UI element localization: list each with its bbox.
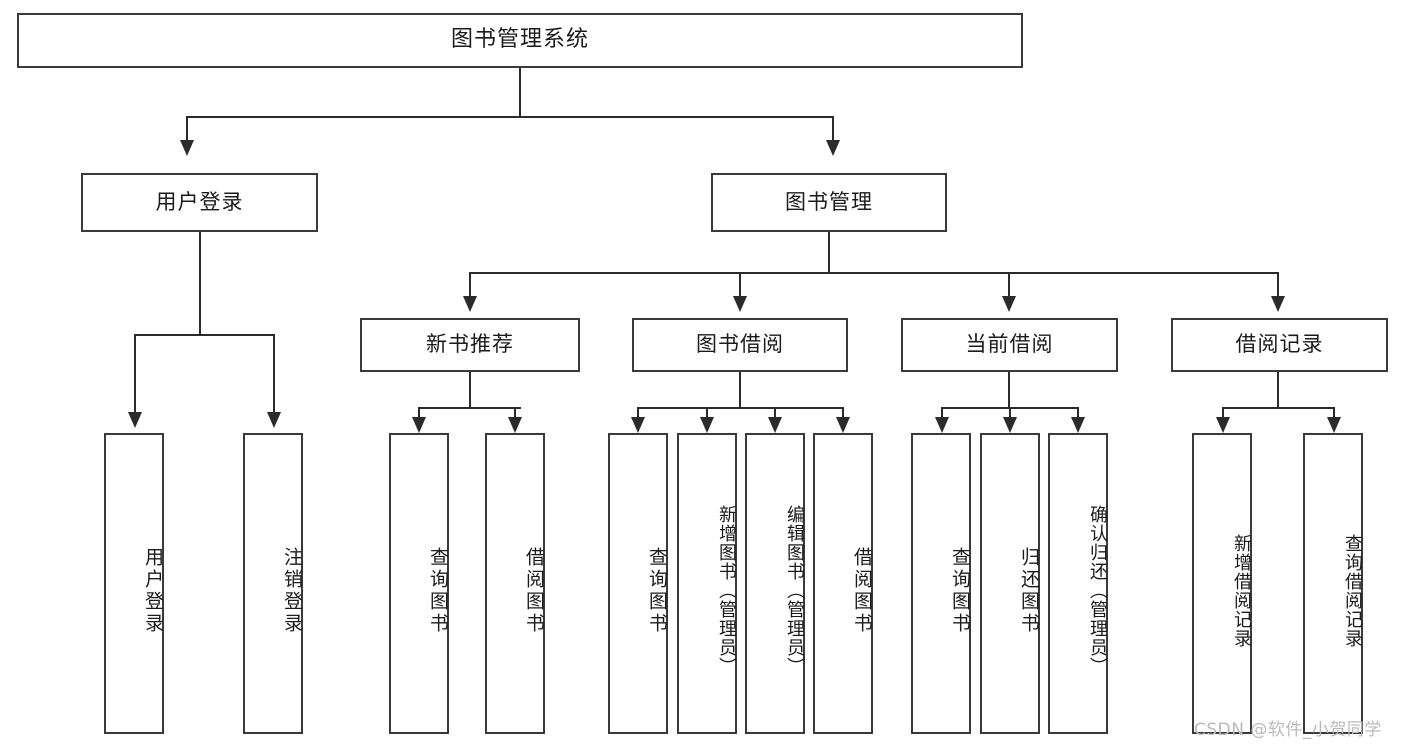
connector-nb-branch-2 (514, 407, 516, 419)
arrowhead-leaf-nb-1 (412, 417, 426, 433)
arrowhead-book-management (826, 140, 840, 156)
leaf-user-login-signin[interactable]: 用户登录 (104, 433, 164, 734)
leaf-book-borrow-query[interactable]: 查询图书 (608, 433, 668, 734)
leaf-book-borrow-borrow[interactable]: 借阅图书 (813, 433, 873, 734)
connector-borrow-record-stem (1277, 372, 1279, 407)
node-label: 借阅图书 (523, 546, 545, 635)
connector-root-to-book-management (832, 116, 834, 142)
node-label: 查询图书 (646, 546, 668, 635)
watermark-text: CSDN @软件_小贺同学 (1194, 720, 1382, 740)
node-borrow-record[interactable]: 借阅记录 (1171, 318, 1388, 372)
node-label: 注销登录 (281, 546, 303, 635)
connector-bm-branch-2 (739, 272, 741, 298)
connector-bb-branch-4 (842, 407, 844, 419)
connector-root-stem (519, 68, 521, 116)
node-label: 新书推荐 (426, 332, 514, 357)
connector-br-branch-2 (1333, 407, 1335, 419)
arrowhead-borrow-record (1271, 296, 1285, 312)
arrowhead-leaf-br-1 (1216, 417, 1230, 433)
node-label: 查询图书 (427, 546, 449, 635)
arrowhead-new-book (463, 296, 477, 312)
connector-bb-branch-1 (637, 407, 639, 419)
arrowhead-leaf-user-login-2 (267, 412, 281, 428)
connector-new-book-stem (469, 372, 471, 407)
arrowhead-leaf-nb-2 (508, 417, 522, 433)
arrowhead-leaf-cb-3 (1071, 417, 1085, 433)
node-label: 借阅记录 (1235, 332, 1324, 357)
arrowhead-leaf-user-login-1 (128, 412, 142, 428)
node-label: 确认归还（管理员） (1087, 505, 1108, 676)
connector-bb-branch-2 (706, 407, 708, 419)
connector-root-bus (186, 116, 833, 118)
connector-bb-branch-3 (774, 407, 776, 419)
node-label: 图书管理 (785, 189, 873, 214)
connector-current-borrow-stem (1008, 372, 1010, 407)
leaf-user-login-signout[interactable]: 注销登录 (243, 433, 303, 734)
leaf-borrow-record-add[interactable]: 新增借阅记录 (1192, 433, 1252, 734)
node-label: 图书借阅 (696, 332, 784, 357)
leaf-borrow-record-query[interactable]: 查询借阅记录 (1303, 433, 1363, 734)
leaf-book-borrow-add[interactable]: 新增图书（管理员） (677, 433, 737, 734)
csdn-watermark: CSDN @软件_小贺同学 (1194, 715, 1382, 740)
node-root-book-management-system[interactable]: 图书管理系统 (17, 13, 1023, 68)
connector-bm-branch-3 (1008, 272, 1010, 298)
connector-book-management-stem (828, 232, 830, 272)
node-new-book-recommend[interactable]: 新书推荐 (360, 318, 580, 372)
leaf-current-borrow-return[interactable]: 归还图书 (980, 433, 1040, 734)
connector-book-borrow-bus (637, 407, 843, 409)
arrowhead-leaf-cb-1 (935, 417, 949, 433)
arrowhead-leaf-bb-2 (700, 417, 714, 433)
arrowhead-leaf-bb-1 (631, 417, 645, 433)
connector-root-to-user-login (186, 116, 188, 142)
connector-user-login-bus (134, 334, 275, 336)
leaf-new-book-borrow[interactable]: 借阅图书 (485, 433, 545, 734)
connector-book-borrow-stem (739, 372, 741, 407)
connector-cb-branch-2 (1009, 407, 1011, 419)
node-label: 归还图书 (1018, 546, 1040, 635)
connector-user-login-branch-1 (134, 334, 136, 414)
node-label: 图书管理系统 (450, 27, 589, 53)
arrowhead-user-login (180, 140, 194, 156)
arrowhead-borrow-book (733, 296, 747, 312)
connector-cb-branch-3 (1077, 407, 1079, 419)
node-label: 编辑图书（管理员） (784, 505, 805, 676)
connector-book-management-bus (469, 272, 1279, 274)
node-label: 当前借阅 (965, 332, 1054, 357)
node-label: 用户登录 (142, 546, 164, 635)
connector-new-book-bus (418, 407, 521, 409)
node-label: 用户登录 (155, 189, 244, 214)
node-user-login[interactable]: 用户登录 (81, 173, 318, 232)
node-book-borrow[interactable]: 图书借阅 (632, 318, 848, 372)
connector-bm-branch-1 (469, 272, 471, 298)
node-label: 查询借阅记录 (1342, 533, 1363, 648)
node-book-management[interactable]: 图书管理 (711, 173, 947, 232)
leaf-new-book-query[interactable]: 查询图书 (389, 433, 449, 734)
connector-user-login-branch-2 (273, 334, 275, 414)
leaf-current-borrow-confirm-return[interactable]: 确认归还（管理员） (1048, 433, 1108, 734)
node-current-borrow[interactable]: 当前借阅 (901, 318, 1118, 372)
arrowhead-current-borrow (1002, 296, 1016, 312)
connector-br-branch-1 (1222, 407, 1224, 419)
arrowhead-leaf-bb-4 (836, 417, 850, 433)
connector-bm-branch-4 (1277, 272, 1279, 298)
node-label: 新增借阅记录 (1231, 533, 1252, 648)
connector-borrow-record-bus (1222, 407, 1334, 409)
node-label: 借阅图书 (851, 546, 873, 635)
connector-cb-branch-1 (941, 407, 943, 419)
connector-user-login-stem (199, 232, 201, 334)
leaf-current-borrow-query[interactable]: 查询图书 (911, 433, 971, 734)
arrowhead-leaf-bb-3 (768, 417, 782, 433)
connector-nb-branch-1 (418, 407, 420, 419)
leaf-book-borrow-edit[interactable]: 编辑图书（管理员） (745, 433, 805, 734)
arrowhead-leaf-cb-2 (1003, 417, 1017, 433)
node-label: 查询图书 (949, 546, 971, 635)
node-label: 新增图书（管理员） (716, 505, 737, 676)
arrowhead-leaf-br-2 (1327, 417, 1341, 433)
